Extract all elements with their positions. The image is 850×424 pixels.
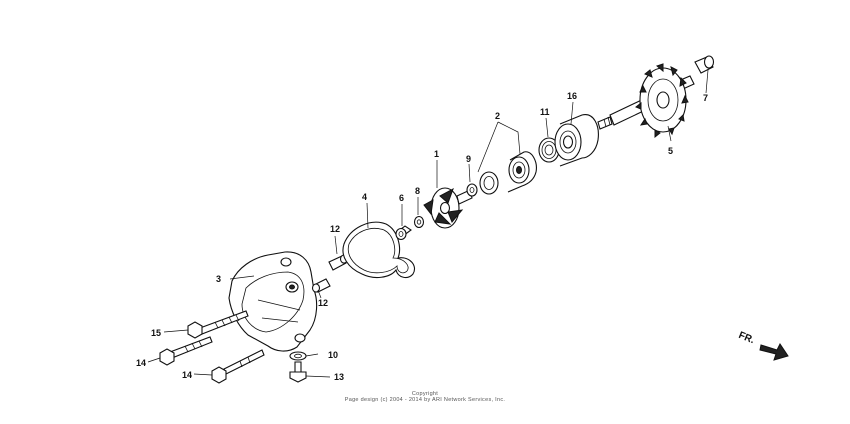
pump-shaft-gear[interactable] (597, 63, 695, 139)
callout-14-left: 14 (136, 358, 146, 368)
callout-2: 2 (495, 111, 500, 121)
ball-bearing[interactable] (554, 114, 599, 167)
callout-11: 11 (540, 107, 550, 117)
callout-13: 13 (334, 372, 344, 382)
mechanical-seal[interactable] (479, 151, 537, 195)
bolt-upper[interactable] (187, 310, 249, 339)
callout-8: 8 (415, 186, 420, 196)
callout-labels: 1 2 3 4 5 6 7 8 9 10 11 12 12 13 14 14 1… (136, 91, 708, 382)
leader-lines (147, 69, 709, 378)
callout-12-lower: 12 (318, 298, 328, 308)
callout-16: 16 (567, 91, 577, 101)
bolt-long[interactable] (211, 349, 265, 384)
copyright-notice: Page design (c) 2004 - 2014 by ARI Netwo… (344, 397, 506, 403)
sealing-washer[interactable] (289, 351, 307, 361)
pump-cover[interactable] (228, 251, 318, 352)
callout-5: 5 (668, 146, 673, 156)
collar[interactable] (395, 225, 412, 241)
callout-4: 4 (362, 192, 367, 202)
callout-9: 9 (466, 154, 471, 164)
callout-14-bottom: 14 (182, 370, 192, 380)
bolt-middle[interactable] (159, 336, 213, 366)
callout-3: 3 (216, 274, 221, 284)
copyright-title: Copyright (411, 391, 439, 397)
washer[interactable] (466, 183, 478, 197)
dowel-pin-lower[interactable] (311, 278, 331, 293)
shaft-collar[interactable] (694, 55, 715, 74)
washer-small[interactable] (413, 215, 425, 229)
callout-15: 15 (151, 328, 161, 338)
callout-12-upper: 12 (330, 224, 340, 234)
front-direction-arrow (759, 343, 789, 361)
drain-bolt[interactable] (289, 361, 307, 383)
callout-7: 7 (703, 93, 708, 103)
impeller[interactable] (423, 187, 473, 229)
callout-6: 6 (399, 193, 404, 203)
callout-1: 1 (434, 149, 439, 159)
callout-10: 10 (328, 350, 338, 360)
